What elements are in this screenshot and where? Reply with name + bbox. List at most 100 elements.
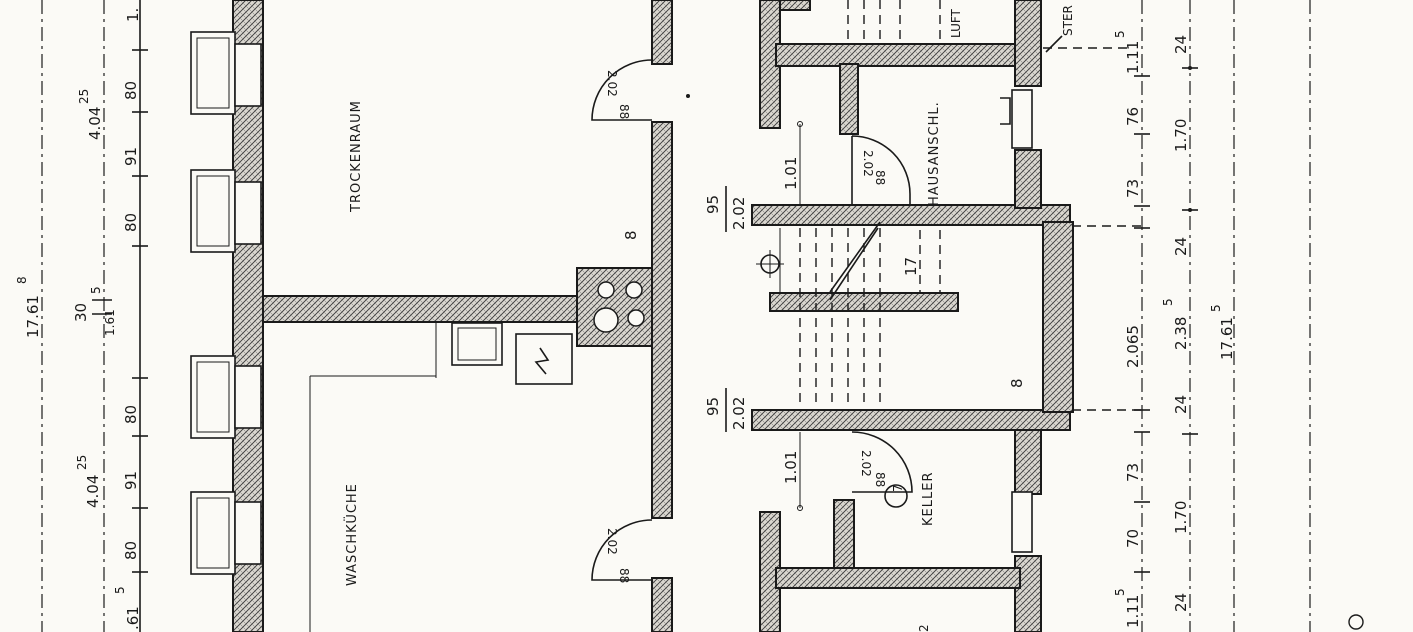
dim-seg-upper: 4.04 (86, 107, 104, 140)
door-upper-width: 88 (617, 104, 631, 119)
window-right-upper (1011, 89, 1033, 149)
dim-seg-upper-sup: 25 (77, 89, 91, 104)
partition-wall (262, 295, 582, 323)
dim-1761-right-sup: 5 (1209, 304, 1223, 312)
dim-70: 70 (1124, 529, 1142, 548)
right-outer-wall-low (1014, 429, 1042, 495)
window-3 (190, 355, 236, 439)
central-wall-lower (651, 577, 673, 632)
dim-w80-b: 80 (122, 213, 140, 232)
hausanschl-top-wall (775, 43, 1041, 67)
window-right-lower (1011, 491, 1033, 553)
dim-w30: 30 (72, 303, 90, 322)
bottom-clip: 2 (917, 624, 931, 632)
window-4 (190, 491, 236, 575)
window-1 (190, 31, 236, 115)
windows-left (190, 31, 262, 575)
walls (232, 0, 1074, 632)
dim-170: 1.70 (1172, 119, 1190, 152)
right-outer-wall-top (1014, 0, 1042, 87)
dim-73-low: 73 (1124, 463, 1142, 482)
door-upper-height: 2.02 (605, 70, 619, 97)
dim-170-low: 1.70 (1172, 501, 1190, 534)
height-101-lower: 1.01 (782, 451, 800, 484)
dim-top-clip: 1. (124, 8, 142, 22)
label-ster: STER (1061, 5, 1075, 36)
sink-fixture (451, 322, 503, 366)
doors (591, 59, 913, 581)
dim-w80-c: 80 (122, 405, 140, 424)
label-keller: KELLER (921, 472, 936, 526)
label-hausanschl: HAUSANSCHL. (927, 101, 942, 206)
label-luft: LUFT (949, 8, 963, 38)
dim-73-top: 73 (1124, 179, 1142, 198)
dim-2065: 2.065 (1124, 325, 1142, 368)
height-101-upper: 1.01 (782, 157, 800, 190)
hausanschl-inner-wall (839, 63, 859, 135)
keller-bottom-wall (775, 567, 1021, 589)
dim-total-left: 17.61 (24, 295, 42, 338)
dim-w80-a: 80 (122, 81, 140, 100)
stair-right-wall (1042, 221, 1074, 413)
door-swing-hausanschl (851, 135, 911, 204)
dim-111-top-sup: 5 (1113, 30, 1127, 38)
label-waschkueche: WASCHKÜCHE (343, 483, 360, 586)
door-mid-height: 2.02 (861, 150, 875, 177)
keller-marker-circle (884, 484, 908, 508)
door-swing-upper (591, 59, 653, 121)
opening-upper-height: 2.02 (730, 197, 748, 230)
opening-upper-width: 95 (704, 195, 722, 214)
chimney-block (576, 267, 658, 347)
opening-lower-height: 2.02 (730, 397, 748, 430)
dim-24-top: 24 (1172, 35, 1190, 54)
stair-landing-top (751, 204, 1071, 226)
central-wall-mid (651, 121, 673, 519)
door-lower-width: 88 (617, 568, 631, 583)
keller-inner-wall (833, 499, 855, 571)
door-num-1: 8 (622, 230, 640, 240)
window-2 (190, 169, 236, 253)
dim-seg-lower: 4.04 (84, 475, 102, 508)
dim-seg-lower-sup: 25 (75, 455, 89, 470)
dim-2385: 2.38 (1172, 317, 1190, 350)
stray-dot (686, 94, 690, 98)
dim-w161-sup: 5 (89, 286, 103, 294)
central-wall-upper (651, 0, 673, 65)
keller-marker: 7 (891, 484, 905, 492)
dim-24-bot: 24 (1172, 593, 1190, 612)
dim-111-top: 1.11 (1124, 41, 1142, 74)
dim-111-low-sup: 5 (1113, 588, 1127, 596)
door-num-2: 8 (1008, 378, 1026, 388)
dim-24-mid: 24 (1172, 237, 1190, 256)
electrical-panel (515, 333, 573, 385)
dim-seg-bottom: .61 (124, 606, 142, 630)
stair-landing-bottom (751, 409, 1071, 431)
dim-111-low: 1.11 (1124, 595, 1142, 628)
top-right-wall (779, 0, 811, 11)
label-trockenraum: TROCKENRAUM (349, 100, 364, 213)
registration-circle (1348, 614, 1364, 630)
staircase (756, 0, 941, 408)
dim-2385-sup: 5 (1161, 298, 1175, 306)
dim-1761-right: 17.61 (1218, 317, 1236, 360)
dim-24-low: 24 (1172, 395, 1190, 414)
dimension-lines (41, 0, 1311, 632)
stair-count: 17 (902, 257, 920, 276)
door-swing-keller (851, 431, 913, 493)
dim-seg-bottom-sup: 5 (113, 586, 127, 594)
door-mid-width: 88 (873, 170, 887, 185)
dim-76: 76 (1124, 107, 1142, 126)
door-keller-height: 2.02 (859, 450, 873, 477)
door-swing-lower (591, 519, 653, 581)
door-keller-width: 88 (873, 472, 887, 487)
opening-lower-width: 95 (704, 397, 722, 416)
right-outer-wall-mid (1014, 149, 1042, 209)
meter-bracket (1000, 97, 1011, 125)
dim-w80-d: 80 (122, 541, 140, 560)
dim-total-left-sup: 8 (15, 276, 29, 284)
chimney-flues (593, 281, 645, 333)
door-lower-height: 2.02 (605, 528, 619, 555)
dim-w91-a: 91 (122, 147, 140, 166)
dim-w161: 1.61 (103, 309, 117, 336)
